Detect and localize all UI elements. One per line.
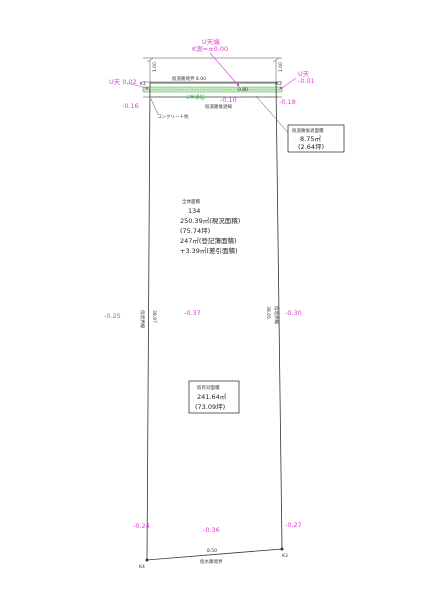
right-side-length: 38.05 (265, 306, 271, 319)
right-side-label: 仮境界線 (273, 306, 280, 324)
left-side-label: 仮境界線 (139, 310, 146, 328)
setback-line-label: 仮道路後退線 (205, 103, 232, 110)
elev-mid-center: -0.37 (184, 309, 201, 317)
corner-k1: K1 (140, 81, 146, 87)
setback-area-title: 仮道路後退面積 (292, 127, 324, 134)
dim-top-right: 1.00 (278, 62, 284, 72)
dim-top-left: 1.00 (152, 62, 158, 72)
road-band (142, 57, 283, 98)
u-right-label: U天 (298, 70, 310, 78)
elev-bottom-right: -0.27 (285, 521, 302, 529)
area-line-3: 247㎡(登記簿面積) (180, 236, 236, 245)
setback-area-tsubo: (2.64坪) (298, 143, 324, 151)
net-area-value: 241.64㎡ (197, 392, 227, 401)
u-left-elev: U天 0.02 (109, 78, 137, 86)
inner-top-label: 0.80 (238, 87, 248, 93)
top-dimensions: 1.00 1.00 (146, 57, 284, 83)
area-heading: 全体面積 (182, 198, 200, 205)
elev-mid-right: -0.30 (285, 309, 302, 317)
setback-area-box (287, 124, 345, 153)
area-line-4: +3.39㎡(差引面積) (180, 246, 238, 255)
area-line-2: (75.74坪) (180, 227, 210, 235)
left-side-length: 38.97 (151, 310, 157, 323)
concrete-stake-label: コンクリート杭 (157, 113, 189, 120)
elevation-markers (126, 52, 297, 90)
u-ditch-label: U字溝幅 (186, 94, 205, 101)
lot-boundary (146, 82, 283, 561)
setback-area-value: 8.75㎡ (300, 134, 321, 143)
elev-mid-left: -0.25 (104, 312, 121, 320)
u-top-value: K測=±0.00 (192, 44, 228, 53)
elev-top-mid: -0.10 (220, 96, 237, 104)
u-right-elev: -0.01 (298, 77, 315, 85)
net-area-title: 仮有効面積 (197, 384, 220, 391)
corner-k4: K4 (139, 564, 145, 570)
net-area-tsubo: (73.09坪) (195, 403, 225, 411)
corner-k3: K3 (282, 553, 288, 559)
elev-top-right: -0.18 (279, 98, 296, 106)
elev-bottom-center: -0.36 (203, 526, 220, 534)
u-top-label: U天端 (202, 37, 220, 46)
road-boundary-label: 仮道路境界 8.00 (172, 75, 206, 82)
lot-number: 134 (188, 207, 200, 215)
area-line-1: 250.39㎡(現況面積) (180, 216, 240, 225)
net-area-box (188, 380, 240, 414)
bottom-length: 8.50 (207, 548, 217, 554)
corner-k2: K2 (276, 81, 282, 87)
elev-top-left: -0.16 (122, 102, 139, 110)
bottom-boundary-label: 仮水路境界 (200, 558, 223, 565)
elev-bottom-left: -0.24 (133, 522, 150, 530)
